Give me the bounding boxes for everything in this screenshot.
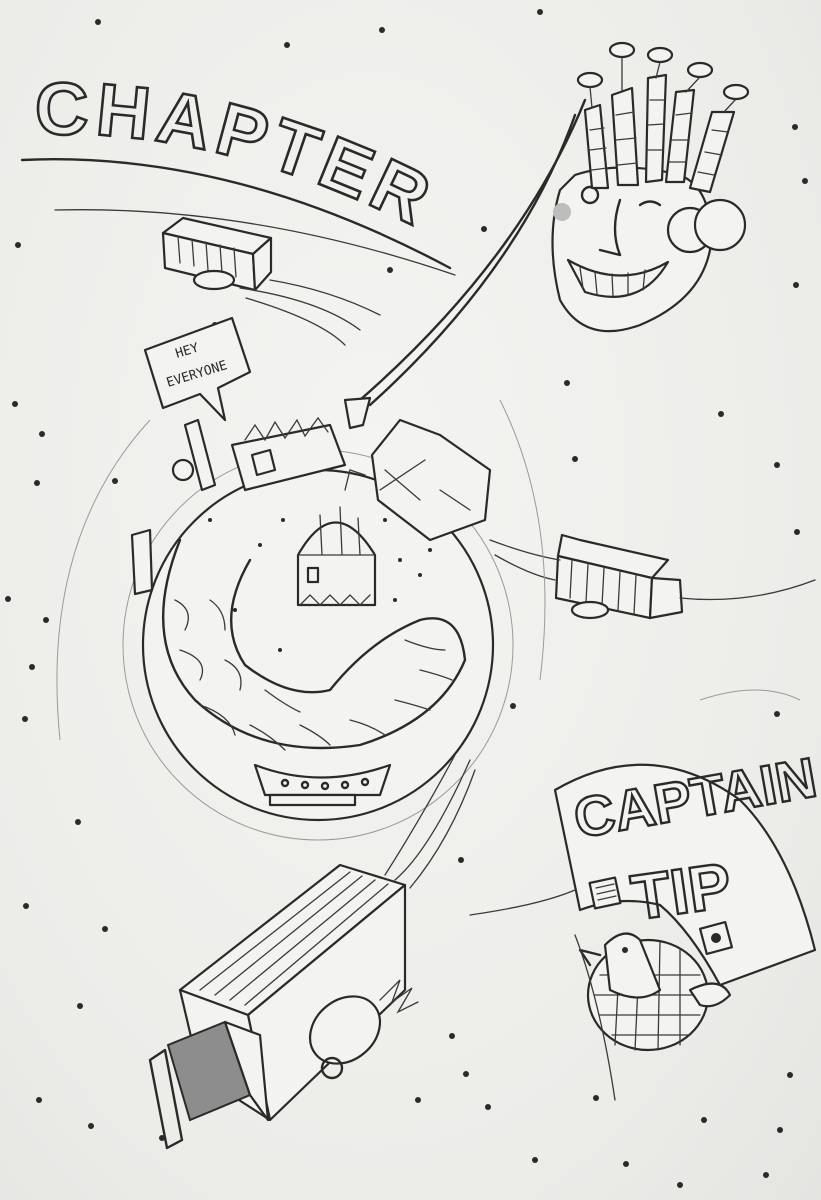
- chapter-title-text: CHAPTER 1: [0, 0, 473, 255]
- small-truck-top: [161, 216, 381, 346]
- chapter-title-label: CHAPTER 1: [0, 0, 469, 256]
- captain-tip-line-2: TIP: [627, 849, 736, 934]
- orbit-lines: [56, 399, 801, 741]
- speech-line-1: HEY: [174, 341, 201, 362]
- big-truck-bottom: [148, 754, 476, 1150]
- towers: [576, 41, 750, 194]
- title-underline: [20, 158, 452, 270]
- title-swoosh: [54, 209, 456, 276]
- balloon-head-character: [358, 41, 750, 407]
- medium-truck-right: [489, 533, 816, 620]
- captain-tip-logo: CAPTAIN TIP: [469, 744, 821, 1101]
- planet: [122, 396, 514, 841]
- speech-bubble: HEY EVERYONE: [143, 316, 252, 422]
